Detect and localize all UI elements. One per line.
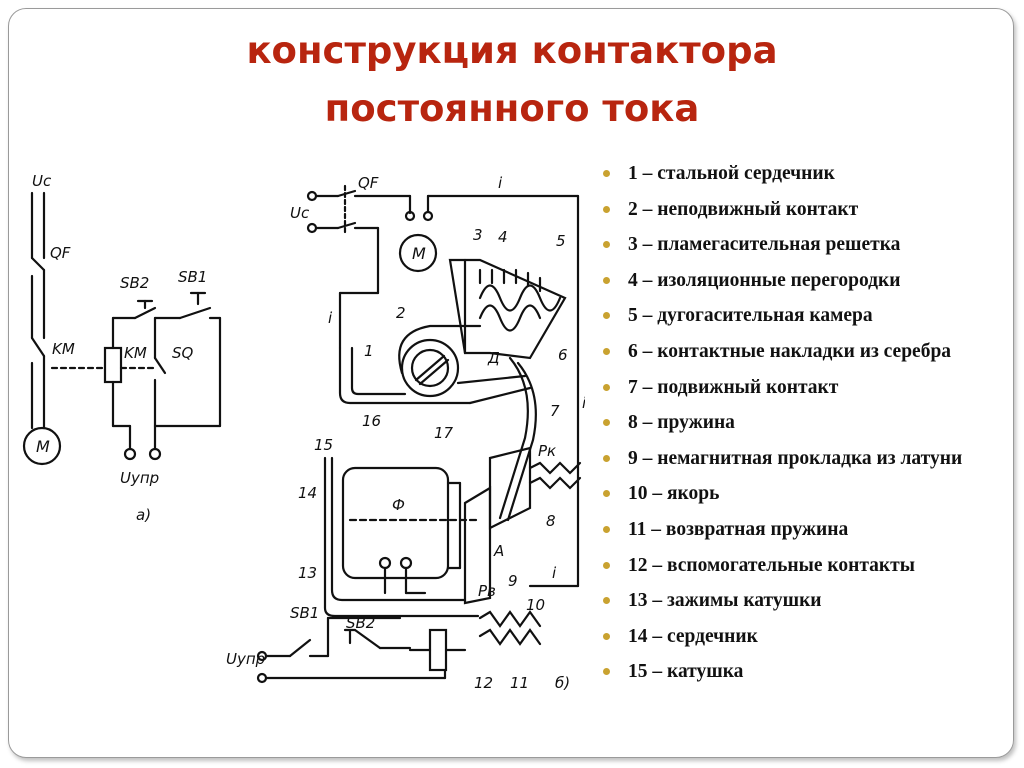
caption-a: а) <box>136 506 151 524</box>
bullet-icon <box>603 632 610 640</box>
num-3: 3 <box>473 226 483 244</box>
legend-item: 11 – возвратная пружина <box>600 516 1000 543</box>
label-pv: Pв <box>478 582 496 600</box>
slide-title: конструкция контактора постоянного тока <box>0 22 1024 138</box>
circuit-a <box>22 191 222 466</box>
legend-item: 1 – стальной сердечник <box>600 160 1000 187</box>
label-qf-b: QF <box>358 174 379 192</box>
num-14: 14 <box>298 484 317 502</box>
legend-item: 6 – контактные накладки из серебра <box>600 338 1000 365</box>
caption-b: б) <box>555 674 570 692</box>
label-km-a1: KM <box>52 340 75 358</box>
legend-item: 9 – немагнитная прокладка из латуни <box>600 445 1000 472</box>
bullet-icon <box>603 668 610 676</box>
bullet-icon <box>603 419 610 427</box>
label-uc-a: Uс <box>32 172 52 190</box>
num-7: 7 <box>550 402 560 420</box>
label-sb1-a: SB1 <box>178 268 207 286</box>
bullet-icon <box>603 597 610 605</box>
bullet-icon <box>603 525 610 533</box>
bullet-icon <box>603 561 610 569</box>
title-line-2: постоянного тока <box>324 87 700 130</box>
legend-item: 13 – зажимы катушки <box>600 587 1000 614</box>
num-12: 12 <box>474 674 493 692</box>
label-sb1-b: SB1 <box>290 604 319 622</box>
legend-item: 12 – вспомогательные контакты <box>600 552 1000 579</box>
legend-item: 3 – пламегасительная решетка <box>600 231 1000 258</box>
legend-item: 10 – якорь <box>600 480 1000 507</box>
num-16: 16 <box>362 412 381 430</box>
num-15: 15 <box>314 436 333 454</box>
bullet-icon <box>603 490 610 498</box>
num-11: 11 <box>510 674 529 692</box>
label-phi: Ф <box>392 496 405 514</box>
bullet-icon <box>603 383 610 391</box>
num-5: 5 <box>556 232 566 250</box>
legend-item: 8 – пружина <box>600 409 1000 436</box>
legend-item: 15 – катушка <box>600 658 1000 685</box>
label-uc-b: Uс <box>290 204 310 222</box>
label-current-2: i <box>328 309 333 327</box>
legend-item: 5 – дугогасительная камера <box>600 302 1000 329</box>
label-pk: Pк <box>538 442 556 460</box>
num-4: 4 <box>498 228 508 246</box>
num-10: 10 <box>526 596 545 614</box>
bullet-icon <box>603 170 610 177</box>
label-uupr-a: Uупр <box>120 469 159 487</box>
bullet-icon <box>603 241 610 249</box>
label-sb2-a: SB2 <box>120 274 149 292</box>
label-qf-a: QF <box>50 244 71 262</box>
label-sq-a: SQ <box>172 344 194 362</box>
legend-item: 4 – изоляционные перегородки <box>600 267 1000 294</box>
label-current-1: i <box>498 174 503 192</box>
label-sb2-b: SB2 <box>346 614 375 632</box>
label-motor-b: M <box>412 244 426 263</box>
legend-item: 2 – неподвижный контакт <box>600 196 1000 223</box>
label-point-a: А <box>493 542 504 560</box>
bullet-icon <box>603 347 610 355</box>
num-9: 9 <box>508 572 518 590</box>
bullet-icon <box>603 312 610 320</box>
title-line-1: конструкция контактора <box>246 29 778 72</box>
num-8: 8 <box>546 512 556 530</box>
bullet-icon <box>603 454 610 462</box>
bullet-icon <box>603 276 610 284</box>
label-point-d: Д <box>487 349 500 367</box>
label-motor-a: M <box>36 437 50 456</box>
num-6: 6 <box>558 346 568 364</box>
contactor-diagram: Uс QF SB2 SB1 KM KM SQ M Uупр а) QF Uс M… <box>22 172 585 692</box>
legend-item: 7 – подвижный контакт <box>600 374 1000 401</box>
num-13: 13 <box>298 564 317 582</box>
parts-legend: 1 – стальной сердечник 2 – неподвижный к… <box>600 160 1000 694</box>
num-17: 17 <box>434 424 454 442</box>
label-uupr-b: Uупр <box>226 650 265 668</box>
slide-frame <box>8 8 1014 758</box>
contactor-construction-b <box>256 184 582 684</box>
legend-item: 14 – сердечник <box>600 623 1000 650</box>
num-1: 1 <box>364 342 374 360</box>
label-km-a2: KM <box>124 344 147 362</box>
num-2: 2 <box>396 304 406 322</box>
label-current-4: i <box>552 564 557 582</box>
label-current-3: i <box>582 394 585 412</box>
bullet-icon <box>603 205 610 213</box>
